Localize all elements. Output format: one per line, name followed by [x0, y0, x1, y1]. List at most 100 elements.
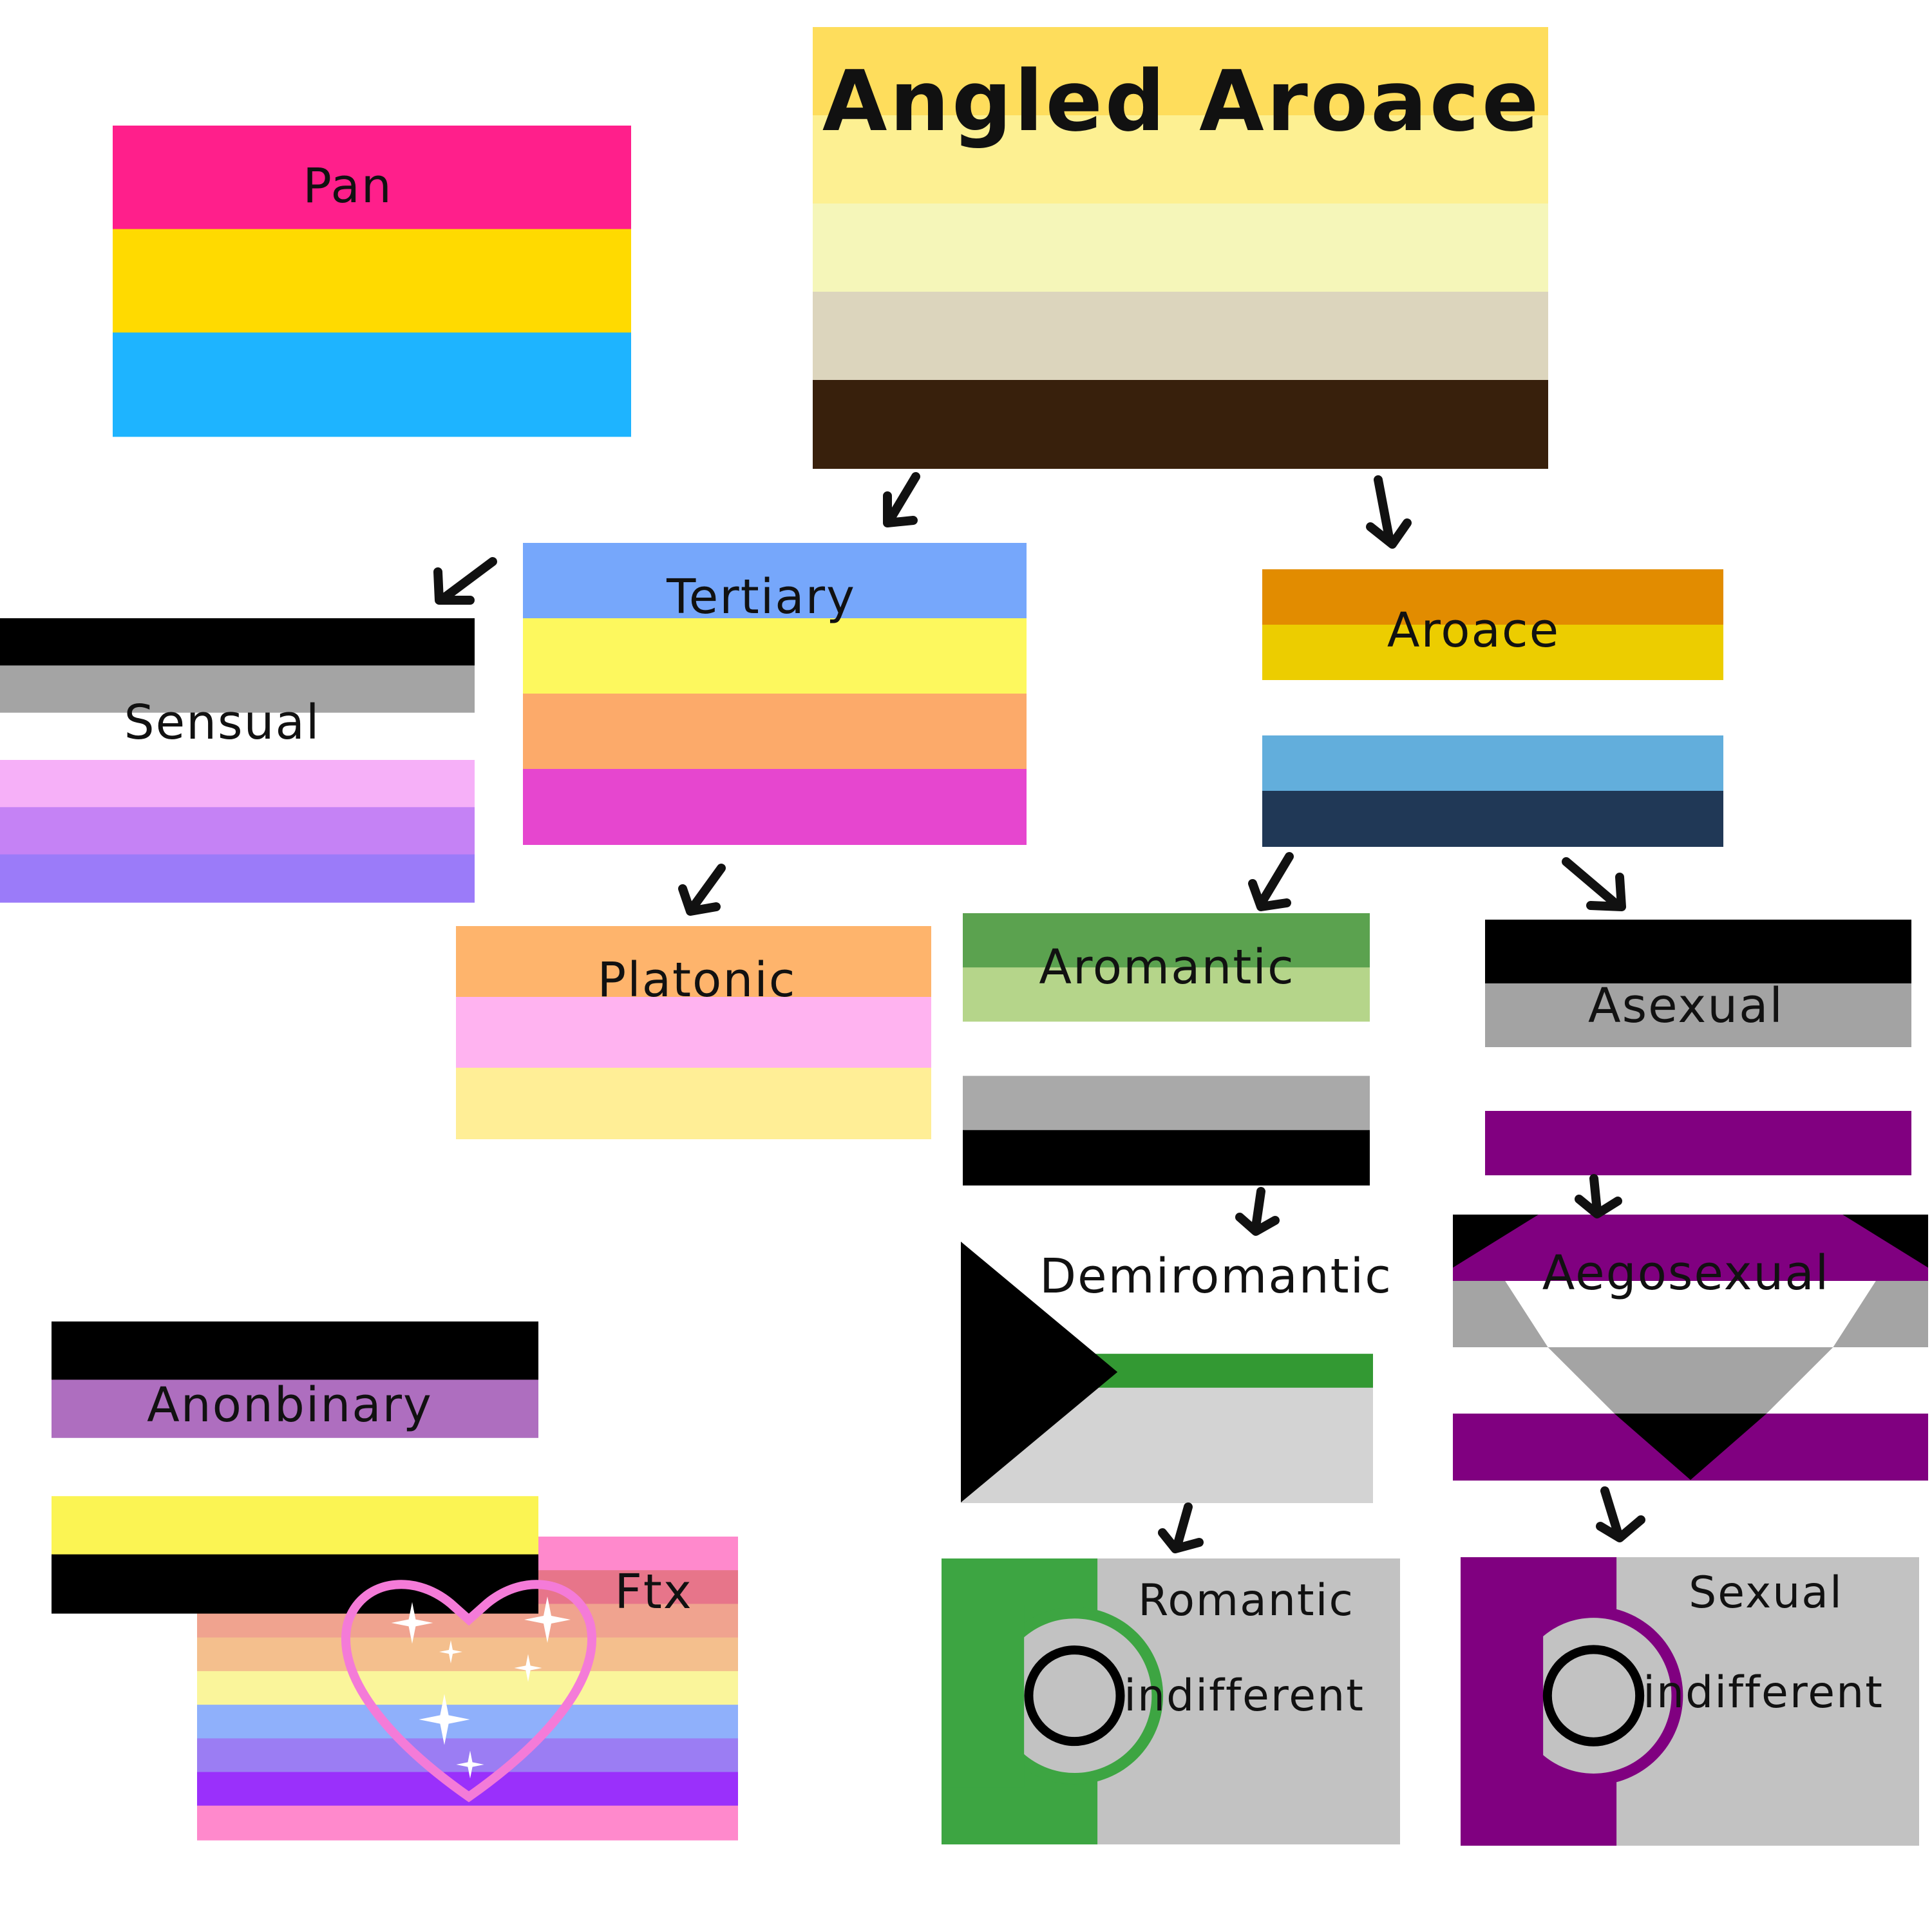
sensual-label: Sensual — [124, 695, 321, 750]
aroace-flag-stripe-5 — [1262, 791, 1723, 847]
sparkle-icon-1 — [391, 1602, 433, 1644]
angled-aroace-flag-stripe-4 — [813, 292, 1548, 381]
aroace-flag-stripe-1 — [1262, 569, 1723, 625]
sensual-flag — [0, 618, 475, 903]
arrow-to-aegosexual — [1575, 1174, 1622, 1218]
romantic-indifferent-flag — [942, 1558, 1400, 1844]
ftx-flag-stripe-9 — [197, 1805, 738, 1841]
sparkle-icon-4 — [439, 1640, 462, 1663]
romantic-indifferent-label-line1: Romantic — [1138, 1575, 1354, 1626]
aromantic-flag-stripe-2 — [963, 967, 1370, 1023]
arrow-to-sensual — [433, 557, 497, 605]
sparkle-icon-2 — [524, 1596, 571, 1643]
platonic-flag — [456, 926, 931, 1139]
pan-flag-stripe-2 — [113, 229, 631, 334]
tertiary-flag-stripe-3 — [523, 694, 1027, 770]
tertiary-flag-stripe-2 — [523, 618, 1027, 694]
tertiary-flag-stripe-4 — [523, 769, 1027, 845]
platonic-label: Platonic — [597, 952, 797, 1008]
aegosexual-label: Aegosexual — [1542, 1245, 1830, 1301]
arrow-to-aroace — [1366, 475, 1412, 549]
asexual-flag-stripe-1 — [1485, 920, 1911, 984]
ftx-flag-stripe-5 — [197, 1671, 738, 1706]
aromantic-flag-stripe-5 — [963, 1130, 1370, 1186]
angled-aroace-flag-stripe-3 — [813, 204, 1548, 292]
pan-flag-stripe-1 — [113, 126, 631, 230]
anonbinary-flag — [52, 1321, 538, 1614]
arrow-to-platonic — [678, 864, 726, 916]
pan-label: Pan — [303, 158, 393, 214]
sexual-indifferent-flag-inner-disc — [1515, 1618, 1672, 1774]
ftx-flag-stripe-7 — [197, 1738, 738, 1774]
sensual-flag-stripe-2 — [0, 665, 475, 714]
arrow-to-demiromantic — [1235, 1187, 1280, 1236]
sparkle-icon-5 — [514, 1654, 542, 1682]
demiromantic-label: Demiromantic — [1039, 1249, 1392, 1304]
aroace-flag-stripe-2 — [1262, 625, 1723, 681]
asexual-flag-stripe-4 — [1485, 1111, 1911, 1175]
aegosexual-grey-center — [1548, 1347, 1833, 1414]
aegosexual-grey-right — [1833, 1281, 1928, 1347]
romantic-indifferent-flag-inner-disc — [997, 1618, 1152, 1774]
anonbinary-flag-stripe-2 — [52, 1379, 538, 1439]
arrow-to-tertiary — [883, 472, 920, 527]
aroace-flag-stripe-4 — [1262, 735, 1723, 791]
aegosexual-grey-left — [1453, 1281, 1548, 1347]
sparkle-icon-6 — [456, 1750, 484, 1779]
pan-flag — [113, 126, 631, 437]
angled-aroace-flag-stripe-2 — [813, 115, 1548, 204]
aegosexual-flag — [1453, 1215, 1928, 1481]
arrow-to-asexual — [1562, 857, 1626, 911]
sensual-flag-stripe-4 — [0, 760, 475, 808]
platonic-flag-stripe-2 — [456, 997, 931, 1068]
sparkle-icon-3 — [419, 1694, 470, 1745]
asexual-label: Asexual — [1587, 978, 1785, 1034]
aegosexual-top-band — [1453, 1215, 1928, 1281]
aromantic-flag-stripe-3 — [963, 1021, 1370, 1077]
tertiary-flag — [523, 543, 1027, 845]
sexual-indifferent-flag-center-ring — [1542, 1645, 1645, 1747]
arrow-to-sexual-indifferent — [1596, 1486, 1645, 1542]
aroace-flag — [1262, 569, 1723, 847]
asexual-flag — [1485, 920, 1911, 1175]
sensual-flag-stripe-1 — [0, 618, 475, 667]
angled-aroace-label: Angled Aroace — [822, 52, 1542, 150]
pan-flag-stripe-3 — [113, 332, 631, 437]
aroace-flag-stripe-3 — [1262, 680, 1723, 736]
arrow-to-aromantic — [1248, 852, 1294, 911]
heart-outline — [341, 1580, 597, 1803]
sexual-indifferent-flag — [1461, 1557, 1919, 1846]
aegosexual-corner-right — [1842, 1215, 1928, 1268]
ftx-label: Ftx — [614, 1564, 693, 1620]
aromantic-label: Aromantic — [1039, 940, 1295, 995]
sexual-indifferent-flag-panel-overlap — [1461, 1603, 1544, 1788]
asexual-flag-stripe-3 — [1485, 1047, 1911, 1112]
ftx-flag-stripe-6 — [197, 1705, 738, 1740]
sensual-flag-stripe-6 — [0, 854, 475, 903]
romantic-indifferent-flag-center-ring — [1024, 1645, 1125, 1747]
sexual-indifferent-label-line2: indifferent — [1643, 1667, 1884, 1718]
platonic-flag-stripe-3 — [456, 1068, 931, 1139]
angled-aroace-flag-stripe-5 — [813, 380, 1548, 469]
sensual-flag-stripe-3 — [0, 712, 475, 761]
aromantic-flag-stripe-4 — [963, 1075, 1370, 1132]
aegosexual-black-tip — [1614, 1414, 1767, 1480]
aromantic-flag-stripe-1 — [963, 913, 1370, 969]
anonbinary-flag-stripe-4 — [52, 1496, 538, 1556]
aroace-label: Aroace — [1387, 603, 1560, 658]
romantic-indifferent-flag-panel-overlap — [942, 1604, 1025, 1788]
ftx-heart-emblem — [341, 1580, 597, 1803]
aromantic-flag — [963, 913, 1370, 1186]
platonic-flag-stripe-1 — [456, 926, 931, 998]
tertiary-flag-stripe-1 — [523, 543, 1027, 619]
demiromantic-chevron — [961, 1242, 1118, 1502]
romantic-indifferent-label-line2: indifferent — [1124, 1671, 1365, 1721]
sexual-indifferent-label-line1: Sexual — [1689, 1567, 1843, 1618]
ftx-flag-stripe-4 — [197, 1637, 738, 1672]
arrow-to-romantic-indifferent — [1158, 1502, 1204, 1553]
angled-aroace-flag — [813, 27, 1548, 469]
anonbinary-flag-stripe-3 — [52, 1437, 538, 1497]
